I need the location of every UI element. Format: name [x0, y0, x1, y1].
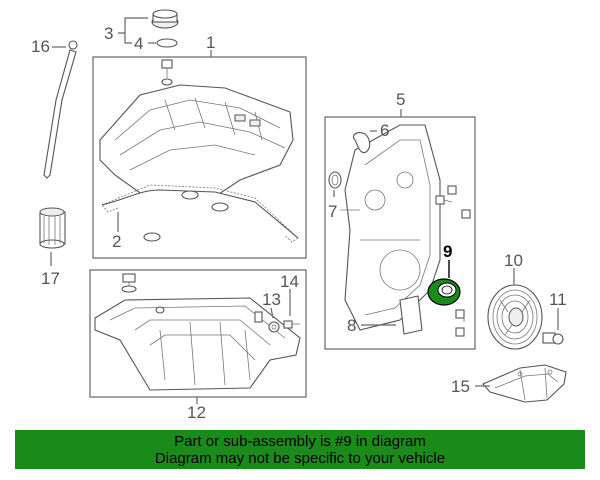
- valve-cover-bolt: [161, 59, 173, 86]
- valve-cover-part: [99, 84, 294, 201]
- callout-17: 17: [41, 269, 60, 288]
- crankshaft-pulley-part: [487, 284, 543, 350]
- callout-10: 10: [504, 251, 523, 270]
- callout-5: 5: [396, 90, 405, 109]
- callout-6: 6: [380, 121, 389, 140]
- callout-14: 14: [280, 272, 299, 291]
- pan-bolt-part: [283, 320, 300, 329]
- callout-12: 12: [187, 403, 206, 422]
- banner-line-1: Part or sub-assembly is #9 in diagram: [174, 433, 426, 450]
- engine-bracket-part: [482, 364, 567, 403]
- callout-1: 1: [206, 33, 215, 52]
- gasket-8-part: [399, 295, 423, 335]
- drain-plug-part: [268, 321, 280, 333]
- valve-cover-gasket-part: [101, 184, 299, 243]
- oil-filler-cap: [151, 9, 179, 29]
- callout-4: 4: [134, 34, 143, 53]
- info-banner: Part or sub-assembly is #9 in diagram Di…: [15, 430, 585, 469]
- callout-16: 16: [31, 37, 50, 56]
- seal-7-part: [328, 171, 342, 189]
- callout-15: 15: [451, 377, 470, 396]
- parts-diagram: 1 2 3 4 16: [31, 9, 567, 422]
- drain-bolt: [254, 311, 263, 323]
- gasket-6-part: [352, 132, 371, 154]
- callout-7: 7: [328, 202, 337, 221]
- plug-seal: [143, 232, 161, 242]
- timing-cover-bolts: [435, 185, 471, 337]
- dipstick-part: [43, 40, 78, 179]
- timing-cover-part: [340, 124, 441, 331]
- callout-3: 3: [104, 24, 113, 43]
- oil-strainer-part: [121, 273, 137, 293]
- oil-pan-part: [94, 297, 301, 391]
- oil-filter-part: [39, 207, 66, 249]
- callout-13: 13: [262, 290, 281, 309]
- group-box-valve-cover: [92, 56, 307, 259]
- banner-line-2: Diagram may not be specific to your vehi…: [154, 450, 446, 467]
- callout-2: 2: [112, 232, 121, 251]
- group-box-oil-pan: [89, 269, 307, 398]
- callout-11: 11: [549, 290, 567, 309]
- pulley-bolt-part: [542, 332, 564, 345]
- callout-9: 9: [443, 242, 452, 261]
- group-box-timing-cover: [324, 116, 476, 350]
- filler-cap-seal: [156, 38, 178, 48]
- callout-8: 8: [347, 316, 356, 335]
- crankshaft-seal-part-9: [427, 278, 461, 306]
